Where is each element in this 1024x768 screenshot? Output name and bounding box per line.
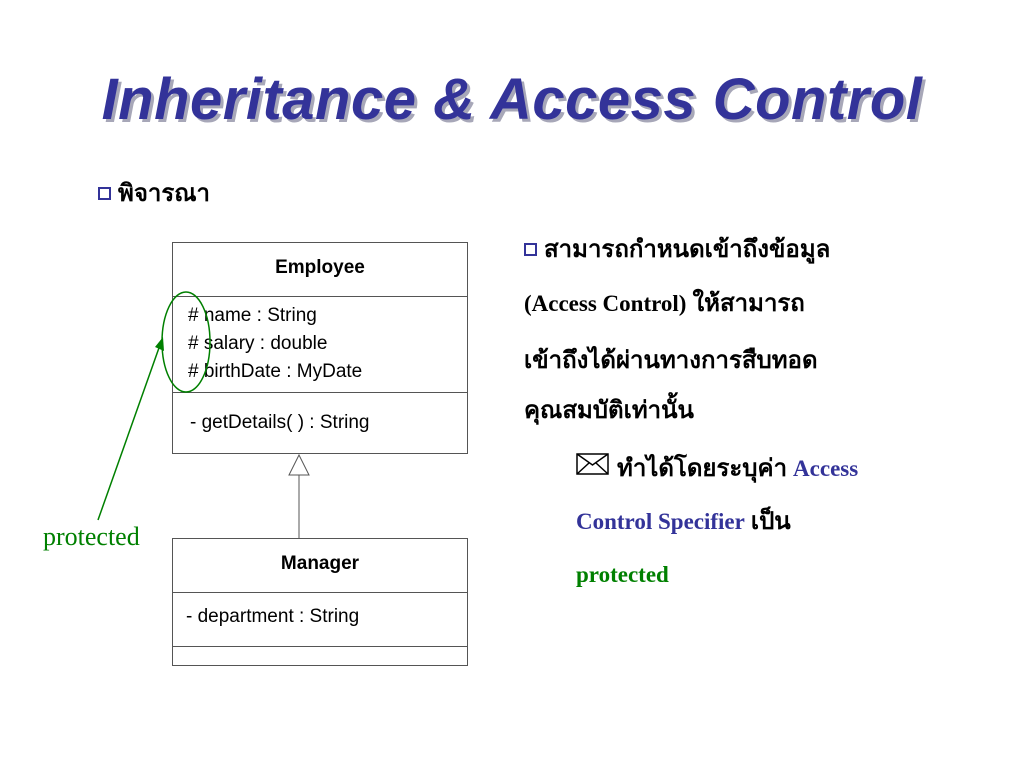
protected-annotation: protected [43,522,140,551]
access-control-point: สามารถกำหนดเข้าถึงข้อมูล [524,236,830,264]
manager-attribute: - department : String [186,606,360,627]
point-line-1: สามารถกำหนดเข้าถึงข้อมูล [544,237,831,263]
access-control-term: (Access Control) [524,291,687,316]
consider-label: พิจารณา [118,181,210,207]
sub-point-text-be: เป็น [744,509,791,535]
point-line-2: (Access Control) ให้สามารถ [524,290,805,318]
manager-class-name: Manager [173,539,467,593]
point-line-2-rest: ให้สามารถ [686,291,805,317]
sub-point-line-2: Control Specifier เป็น [576,508,791,536]
employee-attribute: # name : String [188,305,317,326]
consider-bullet: พิจารณา [98,180,210,208]
inheritance-arrowhead-icon [288,453,310,476]
sub-point-text: ทำได้โดยระบุค่า [617,456,794,482]
manager-class-box: Manager - department : String [172,538,468,666]
point-line-3: เข้าถึงได้ผ่านทางการสืบทอด [524,348,818,374]
square-bullet-icon [98,186,111,200]
employee-class-box: Employee # name : String # salary : doub… [172,242,468,454]
annotation-arrowhead-icon [155,337,164,351]
envelope-icon [576,453,609,482]
slide-title: Inheritance & Access Control [101,67,923,132]
square-bullet-icon [524,242,537,256]
sub-point-line-1: ทำได้โดยระบุค่า Access [576,453,859,485]
employee-method: - getDetails( ) : String [190,412,370,433]
employee-attribute: # salary : double [188,333,328,354]
annotation-arrow-line [97,344,161,521]
employee-methods: - getDetails( ) : String [173,393,467,454]
access-keyword: Access [793,456,859,481]
point-line-4: คุณสมบัติเท่านั้น [524,398,694,424]
employee-attribute: # birthDate : MyDate [188,361,363,382]
protected-highlight-ellipse [161,291,211,393]
protected-keyword: protected [576,562,669,587]
employee-class-name: Employee [173,243,467,297]
manager-attributes: - department : String [173,593,467,647]
control-specifier-keyword: Control Specifier [576,509,745,534]
employee-attributes: # name : String # salary : double # birt… [173,297,467,393]
